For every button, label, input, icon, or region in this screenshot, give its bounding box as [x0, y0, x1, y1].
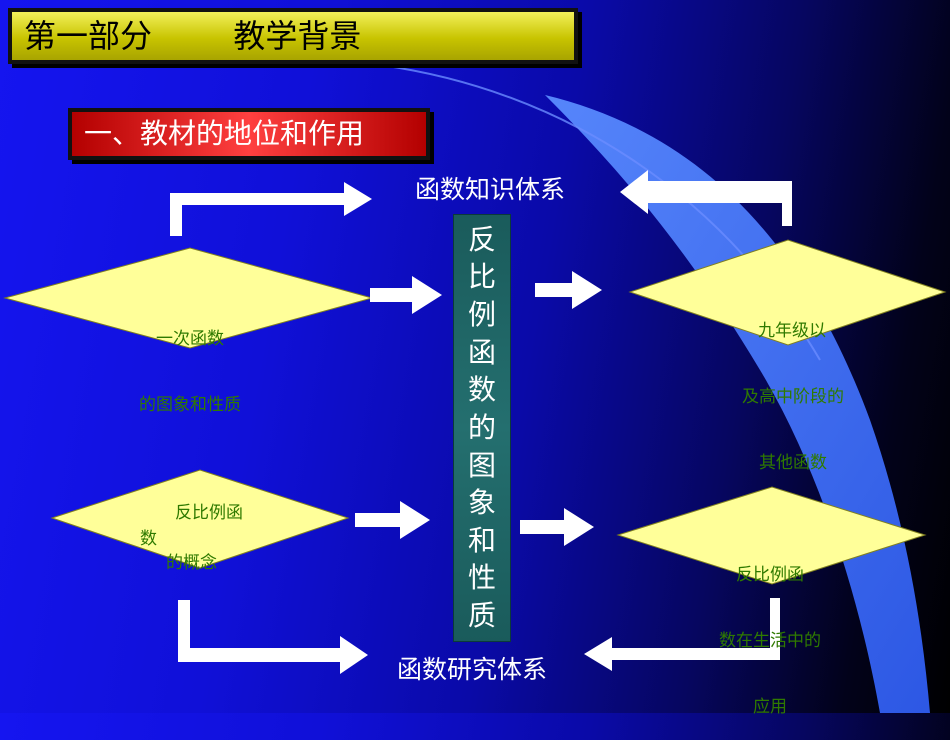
- diamond-left-bottom-line-2: 数: [140, 529, 157, 549]
- diamond-line: 九年级以: [758, 321, 826, 341]
- background-swoosh: [545, 95, 930, 713]
- bottom-node-label: 函数研究体系: [397, 655, 548, 684]
- center-topic-char: 比: [467, 260, 496, 294]
- diamond-line: 数在生活中的: [719, 631, 821, 651]
- center-topic-char: 反: [467, 222, 496, 256]
- diamond-left-bottom-line-1: 反比例函: [175, 503, 243, 523]
- center-topic-char: 和: [467, 523, 496, 557]
- diamond-line: 的图象和性质: [139, 395, 241, 415]
- section-heading: 一、教材的地位和作用: [68, 108, 430, 160]
- center-topic-char: 象: [467, 486, 496, 520]
- diamond-left-bottom: [50, 469, 350, 569]
- diamond-line: 其他函数: [759, 453, 827, 473]
- diamond-right-top-text: 九年级以 及高中阶段的 其他函数: [718, 276, 868, 496]
- arrow-right-top-elbow: [620, 170, 792, 226]
- diamond-line: 一次函数: [156, 329, 224, 349]
- diamond-line: 及高中阶段的: [742, 387, 844, 407]
- top-node-label: 函数知识体系: [415, 175, 566, 204]
- arrow-left-bottom-elbow: [178, 600, 368, 674]
- diamond-line: 反比例函: [736, 565, 804, 585]
- arrow-center-to-right-bottom: [520, 508, 594, 546]
- arrow-left-top-elbow: [170, 182, 372, 236]
- center-topic-char: 质: [467, 599, 496, 633]
- arrow-center-to-right-top: [535, 271, 602, 309]
- center-topic-box: 反比例函数的图象和性质: [453, 214, 511, 642]
- center-topic-char: 例: [467, 298, 496, 332]
- arrow-left-top-to-center: [370, 276, 442, 314]
- diamond-left-top-text: 一次函数 的图象和性质: [110, 284, 270, 438]
- diamond-line: 应用: [753, 697, 787, 717]
- center-topic-char: 图: [467, 448, 496, 482]
- arrow-left-bottom-to-center: [355, 501, 430, 539]
- center-topic-char: 的: [467, 410, 496, 444]
- diamond-right-bottom-text: 反比例函 数在生活中的 应用: [700, 520, 840, 740]
- page-title: 第一部分 教学背景: [8, 8, 578, 64]
- center-topic-char: 函: [467, 335, 496, 369]
- arrow-right-bottom-elbow: [584, 598, 780, 671]
- center-topic-char: 数: [467, 373, 496, 407]
- diamond-left-bottom-line-3: 的概念: [166, 553, 217, 573]
- center-topic-char: 性: [467, 561, 496, 595]
- diamond-right-top: [628, 239, 947, 346]
- diamond-right-bottom: [616, 486, 927, 585]
- diagram-canvas: [3, 64, 947, 713]
